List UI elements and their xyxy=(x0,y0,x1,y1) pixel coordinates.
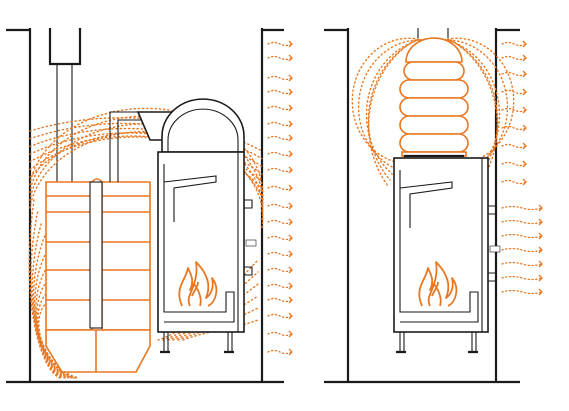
firebox xyxy=(163,164,235,323)
door-hinge xyxy=(244,266,253,276)
stove-outer xyxy=(393,157,489,333)
heat-wave-arrow xyxy=(501,70,527,78)
heat-wave-arrow xyxy=(501,232,543,240)
heat-wave-arrow xyxy=(267,88,293,96)
stove-legs xyxy=(399,332,477,352)
heat-wave-arrow xyxy=(267,166,293,174)
brand-plate xyxy=(489,245,501,253)
heat-wave-arrow xyxy=(267,330,293,338)
flame-icon xyxy=(418,261,458,307)
heat-wave-arrow xyxy=(267,120,293,128)
heat-wave-arrow xyxy=(501,54,527,62)
heat-wave-arrow xyxy=(501,40,527,48)
heat-waves-right xyxy=(501,40,543,296)
heat-wave-arrow xyxy=(501,288,543,296)
stove-body xyxy=(157,151,257,354)
ribbed-heat-accumulator xyxy=(399,37,469,158)
firebox xyxy=(399,170,479,323)
heat-wave-arrow xyxy=(267,296,293,304)
accumulator-cap xyxy=(405,37,463,63)
heat-wave-arrow xyxy=(501,178,527,186)
accumulator-rib xyxy=(399,79,469,99)
heat-wave-arrow xyxy=(501,142,527,150)
door-handle xyxy=(488,205,497,215)
heat-wave-arrow xyxy=(267,312,293,320)
door-handle xyxy=(244,199,253,209)
accumulator-rib xyxy=(399,133,469,153)
flame-icon xyxy=(178,261,218,307)
heat-waves-left xyxy=(267,40,293,356)
heat-wave-arrow xyxy=(501,218,543,226)
dome-cap xyxy=(161,98,245,153)
heat-wave-arrow xyxy=(501,260,543,268)
heat-wave-arrow xyxy=(501,246,543,254)
heat-wave-arrow xyxy=(267,150,293,158)
accumulator-rib xyxy=(399,115,469,135)
stove-body xyxy=(393,157,501,354)
store-base xyxy=(45,329,151,373)
heat-wave-arrow xyxy=(267,134,293,142)
heat-wave-arrow xyxy=(501,124,527,132)
heat-wave-arrow xyxy=(501,160,527,168)
heat-wave-arrow xyxy=(501,88,527,96)
heat-wave-arrow xyxy=(267,202,293,210)
heat-wave-arrow xyxy=(267,40,293,48)
heat-wave-arrow xyxy=(501,204,543,212)
heat-wave-arrow xyxy=(267,184,293,192)
door-hinge xyxy=(488,272,497,282)
stove-legs xyxy=(163,332,233,352)
radiant-heat-arcs xyxy=(351,37,515,187)
heat-wave-arrow xyxy=(267,54,293,62)
flue-pipe xyxy=(417,28,449,38)
heat-wave-arrow xyxy=(267,104,293,112)
panel-right-ribbed-accumulator xyxy=(324,28,543,384)
heat-wave-arrow xyxy=(501,106,527,114)
accumulator-rib xyxy=(403,61,465,81)
heat-wave-arrow xyxy=(267,234,293,242)
flue-pipe xyxy=(56,64,73,182)
heat-wave-arrow xyxy=(267,218,293,226)
brand-plate xyxy=(245,239,257,247)
heat-wave-arrow xyxy=(501,274,543,282)
heat-wave-arrow xyxy=(267,348,293,356)
stove-top-connector xyxy=(109,98,245,182)
heat-wave-arrow xyxy=(267,74,293,82)
heat-wave-arrow xyxy=(267,266,293,274)
panel-left-accumulation-stove xyxy=(6,28,293,384)
heat-wave-arrow xyxy=(267,282,293,290)
baffle-plate xyxy=(399,181,453,228)
ceramic-heat-store xyxy=(45,178,151,373)
accumulator-rib xyxy=(399,97,469,117)
flue-pipe-top xyxy=(48,28,82,66)
inner-flue xyxy=(89,181,103,329)
heat-wave-arrow xyxy=(267,250,293,258)
baffle-plate xyxy=(163,175,217,222)
